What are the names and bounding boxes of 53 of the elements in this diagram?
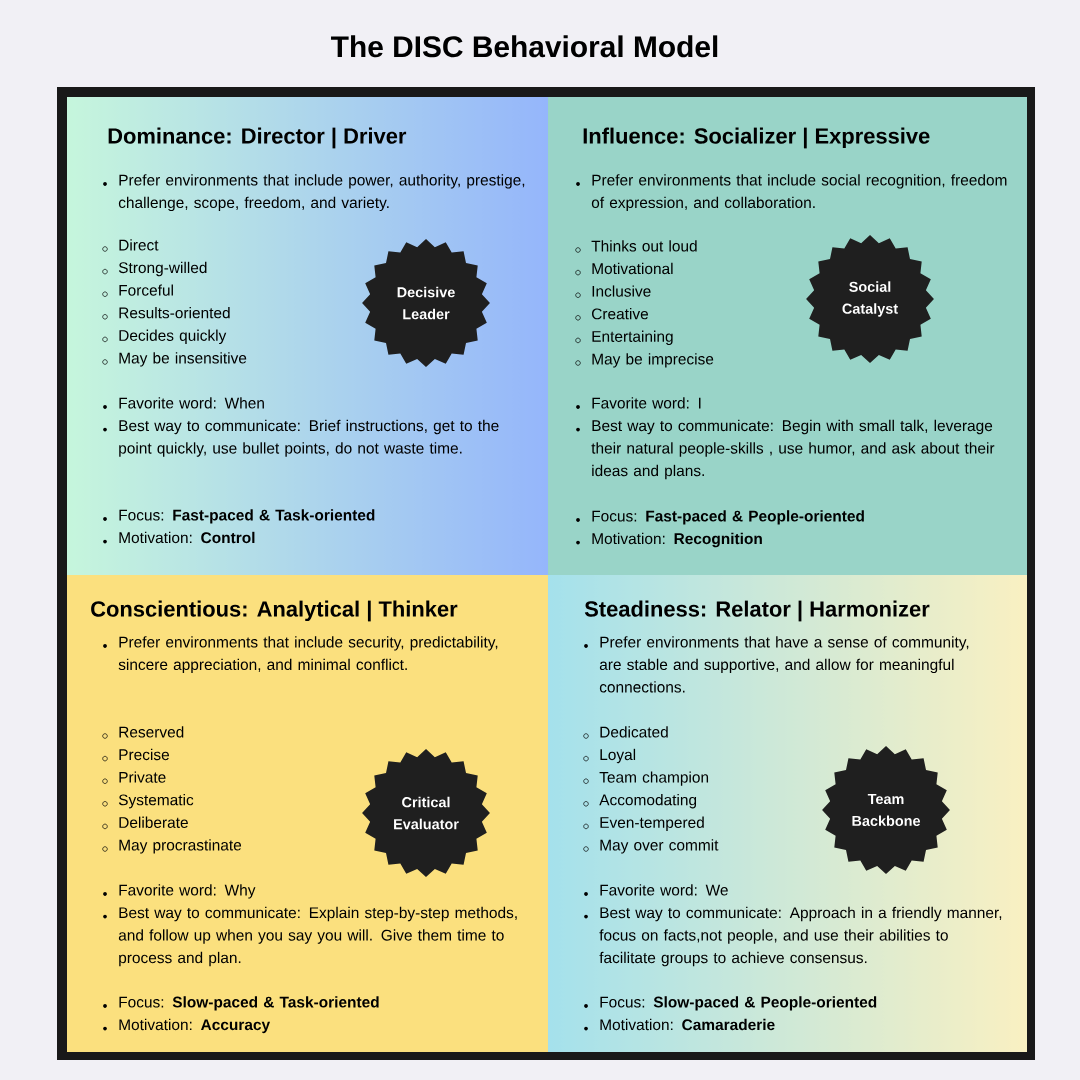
list-item: Prefer environments that include power, authority, prestige, challenge, scope, freedom, and variety.	[103, 174, 525, 212]
list-item: May be insensitive	[102, 352, 247, 367]
list-item: Focus: Slow-paced & People-oriented	[584, 996, 877, 1011]
starburst-badge: Team Backbone	[822, 746, 950, 874]
list-item: May over commit	[583, 839, 719, 854]
list-item: Favorite word: We	[584, 884, 728, 896]
list-item: Motivation: Control	[103, 531, 255, 544]
list-item: Motivation: Camaraderie	[584, 1018, 775, 1031]
heading: Conscientious: Analytical | Thinker	[91, 600, 458, 622]
list-item: Best way to communicate: Approach in a friendly manner, focus on facts,not people, and use their abilities to facilitate groups to achieve consensus.	[584, 906, 1002, 967]
list-item: Best way to communicate: Explain step-by-step methods, and follow up when you say you will. Give them time to process and plan.	[103, 906, 517, 967]
list-item: Focus: Fast-paced & Task-oriented	[103, 509, 375, 524]
list-item: Loyal	[583, 748, 636, 764]
list-item: Precise	[102, 748, 169, 762]
list-item: Favorite word: When	[103, 397, 264, 409]
list-item: Results-oriented	[102, 307, 230, 320]
list-item: Thinks out loud	[575, 240, 697, 253]
list-item: Motivation: Recognition	[576, 532, 762, 548]
list-item: Accomodating	[583, 794, 697, 809]
list-item: Creative	[575, 308, 648, 321]
starburst-badge: Social Catalyst	[806, 235, 934, 363]
list-item: Decides quickly	[102, 329, 227, 344]
list-item: Prefer environments that have a sense of community, are stable and supportive, and allow for meaningful connections.	[584, 636, 969, 693]
list-item: Focus: Fast-paced & People-oriented	[576, 510, 864, 525]
list-item: Motivational	[575, 262, 673, 276]
list-item: Favorite word: I	[576, 397, 701, 409]
list-item: May be imprecise	[575, 353, 714, 368]
starburst-badge: Decisive Leader	[362, 239, 490, 367]
list-item: Private	[102, 771, 166, 784]
list-item: Deliberate	[102, 816, 188, 830]
list-item: Prefer environments that include security, predictability, sincere appreciation, and minimal conflict.	[103, 636, 498, 674]
list-item: Team champion	[583, 771, 709, 786]
list-item: Strong-willed	[102, 261, 207, 277]
starburst-badge: Critical Evaluator	[362, 749, 490, 877]
list-item: Focus: Slow-paced & Task-oriented	[103, 996, 379, 1011]
heading: Steadiness: Relator | Harmonizer	[584, 600, 930, 622]
list-item: Even-tempered	[583, 816, 704, 831]
list-item: Forceful	[102, 284, 173, 297]
list-item: Favorite word: Why	[103, 884, 256, 899]
list-item: Reserved	[102, 726, 184, 739]
list-item: Prefer environments that include social recognition, freedom of expression, and collaboration.	[576, 174, 1007, 212]
list-item: Best way to communicate: Begin with small talk, leverage their natural people-skills , use humor, and ask about their ideas and plans.	[576, 419, 995, 480]
list-item: Dedicated	[583, 726, 668, 739]
list-item: Systematic	[102, 794, 194, 809]
list-item: Motivation: Accuracy	[103, 1018, 271, 1034]
heading: Dominance: Director | Driver	[108, 127, 407, 149]
list-item: May procrastinate	[102, 839, 242, 854]
heading: Influence: Socializer | Expressive	[583, 127, 930, 149]
list-item: Best way to communicate: Brief instructions, get to the point quickly, use bullet points, do not waste time.	[103, 419, 499, 457]
list-item: Entertaining	[575, 330, 673, 345]
title: The DISC Behavioral Model	[331, 35, 718, 58]
list-item: Inclusive	[575, 285, 651, 298]
list-item: Direct	[102, 239, 159, 252]
